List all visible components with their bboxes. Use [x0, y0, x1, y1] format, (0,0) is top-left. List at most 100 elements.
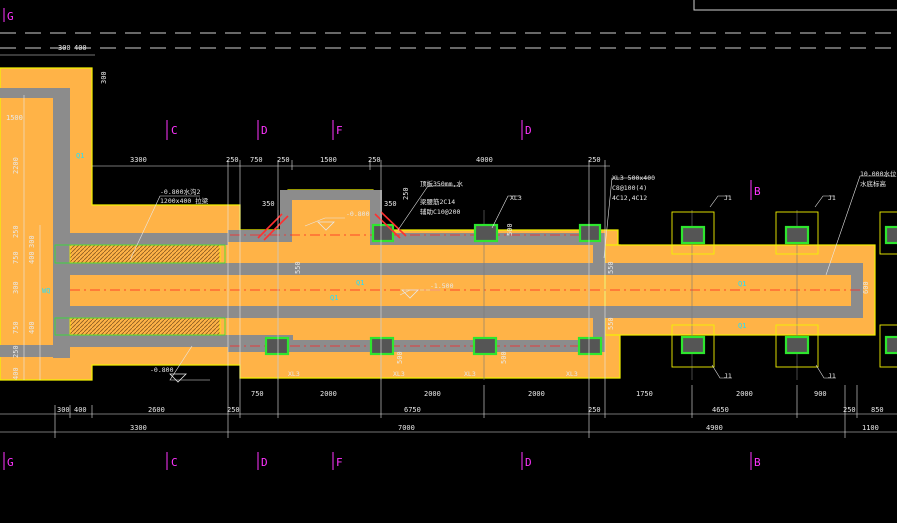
- dim-inner-250: 250: [402, 187, 410, 200]
- column: [680, 225, 706, 245]
- dim-bottom-750: 750: [251, 390, 264, 398]
- label-j1-b2: J1: [828, 372, 836, 380]
- dim-top-250c: 250: [368, 156, 381, 164]
- dimension-lines: [0, 54, 897, 438]
- dim-bottom-850: 850: [871, 406, 884, 414]
- column: [884, 335, 897, 355]
- dim-bottom-400: 400: [74, 406, 87, 414]
- note-elev-left-top2: 1200x400 拉梁: [160, 196, 209, 205]
- axis-label-top-G: G: [7, 10, 14, 23]
- dim-bottom-2000d: 2000: [736, 390, 753, 398]
- dim-left-1500: 1500: [6, 114, 23, 122]
- dim-left-300: 300: [100, 71, 108, 84]
- dim-top-250d: 250: [588, 156, 601, 164]
- dim-bottom-3300: 3300: [130, 424, 147, 432]
- trench-top: [69, 244, 221, 264]
- axis-ticks: [3, 8, 752, 470]
- dim-inner-350b: 350: [384, 200, 397, 208]
- inner-outline: [54, 244, 226, 336]
- dim-bottom-250b: 250: [588, 406, 601, 414]
- dim-bottom-250a: 250: [227, 406, 240, 414]
- dim-top-750: 750: [250, 156, 263, 164]
- pile-caps: [671, 211, 897, 368]
- dim-bottom-7000: 7000: [398, 424, 415, 432]
- dim-bottom-1750: 1750: [636, 390, 653, 398]
- dim-left-750b: 750: [12, 321, 20, 334]
- column: [577, 336, 603, 356]
- dim-bottom-2000b: 2000: [424, 390, 441, 398]
- dim-top-3300: 3300: [130, 156, 147, 164]
- mark-q1d: Q1: [738, 322, 746, 330]
- dim-top-1500: 1500: [320, 156, 337, 164]
- elevation-marks: [169, 221, 419, 383]
- dim-top-4000: 4000: [476, 156, 493, 164]
- dim-left-2200: 2200: [12, 157, 20, 174]
- dim-left-300c: 300: [12, 281, 20, 294]
- label-xl3-b2: XL3: [393, 370, 405, 378]
- label-j1-t2: J1: [828, 194, 836, 202]
- dim-left-400a: 400: [28, 251, 36, 264]
- dim-top-250a: 250: [226, 156, 239, 164]
- dim-left-250: 250: [12, 225, 20, 238]
- trench-bottom: [69, 317, 221, 336]
- column: [473, 223, 499, 243]
- axis-label-bottom-D2: D: [525, 456, 532, 469]
- note-elev-mid: -0.800: [346, 210, 370, 218]
- dim-inner-350a: 350: [262, 200, 275, 208]
- columns: [264, 223, 897, 356]
- column: [884, 225, 897, 245]
- dim-bottom-4650: 4650: [712, 406, 729, 414]
- label-xl3-b4: XL3: [566, 370, 578, 378]
- walls: [0, 88, 863, 358]
- label-xl3-b1: XL3: [288, 370, 300, 378]
- dim-inner-550a: 550: [294, 261, 302, 274]
- corner-rebar: [257, 211, 407, 241]
- column: [472, 336, 498, 356]
- centerlines: [70, 234, 860, 347]
- note-xl3-spec2: C8@100(4): [612, 184, 647, 192]
- note-right1: 10.000水位: [860, 169, 897, 178]
- mark-q1e: Q1: [76, 152, 84, 160]
- dim-left-400c: 400: [12, 367, 20, 380]
- mark-q1a: Q1: [330, 294, 338, 302]
- dim-bottom-900: 900: [814, 390, 827, 398]
- note-right2: 水底标高: [860, 179, 887, 188]
- dim-bottom-2600: 2600: [148, 406, 165, 414]
- note-callout1: 顶板350mm,水: [420, 179, 463, 188]
- column: [578, 223, 602, 243]
- note-elev-left-bottom: -0.800: [150, 366, 174, 374]
- dim-bottom-2000c: 2000: [528, 390, 545, 398]
- mark-ww: WQ: [42, 287, 50, 295]
- dim-inner-550c: 550: [607, 317, 615, 330]
- dim-top-300: 300: [58, 44, 71, 52]
- mark-q1c: Q1: [738, 280, 746, 288]
- dim-bottom-2000a: 2000: [320, 390, 337, 398]
- dim-bottom-6750: 6750: [404, 406, 421, 414]
- dim-bottom-250c: 250: [843, 406, 856, 414]
- reference-lines: [0, 32, 897, 49]
- dim-inner-500b: 500: [500, 351, 508, 364]
- dim-top-250b: 250: [277, 156, 290, 164]
- mark-q1b: Q1: [356, 279, 364, 287]
- label-j1-b1: J1: [724, 372, 732, 380]
- dim-bottom-1100: 1100: [862, 424, 879, 432]
- title-frame: [693, 0, 897, 11]
- leaders: [129, 175, 895, 381]
- column: [784, 225, 810, 245]
- axis-label-top-D: D: [261, 124, 268, 137]
- axis-label-bottom-F: F: [336, 456, 343, 469]
- dim-top-400: 400: [74, 44, 87, 52]
- label-xl3-top: XL3: [510, 194, 522, 202]
- dim-inner-550b: 550: [607, 261, 615, 274]
- axis-label-bottom-B: B: [754, 456, 761, 469]
- column: [371, 223, 395, 243]
- axis-label-bottom-G: G: [7, 456, 14, 469]
- note-xl3-spec3: 4C12,4C12: [612, 194, 647, 202]
- label-xl3-b3: XL3: [464, 370, 476, 378]
- dim-bottom-4900: 4900: [706, 424, 723, 432]
- axis-label-bottom-D: D: [261, 456, 268, 469]
- note-callout2: 梁腰筋2C14: [420, 197, 455, 206]
- axis-label-top-B: B: [754, 185, 761, 198]
- label-j1-t1: J1: [724, 194, 732, 202]
